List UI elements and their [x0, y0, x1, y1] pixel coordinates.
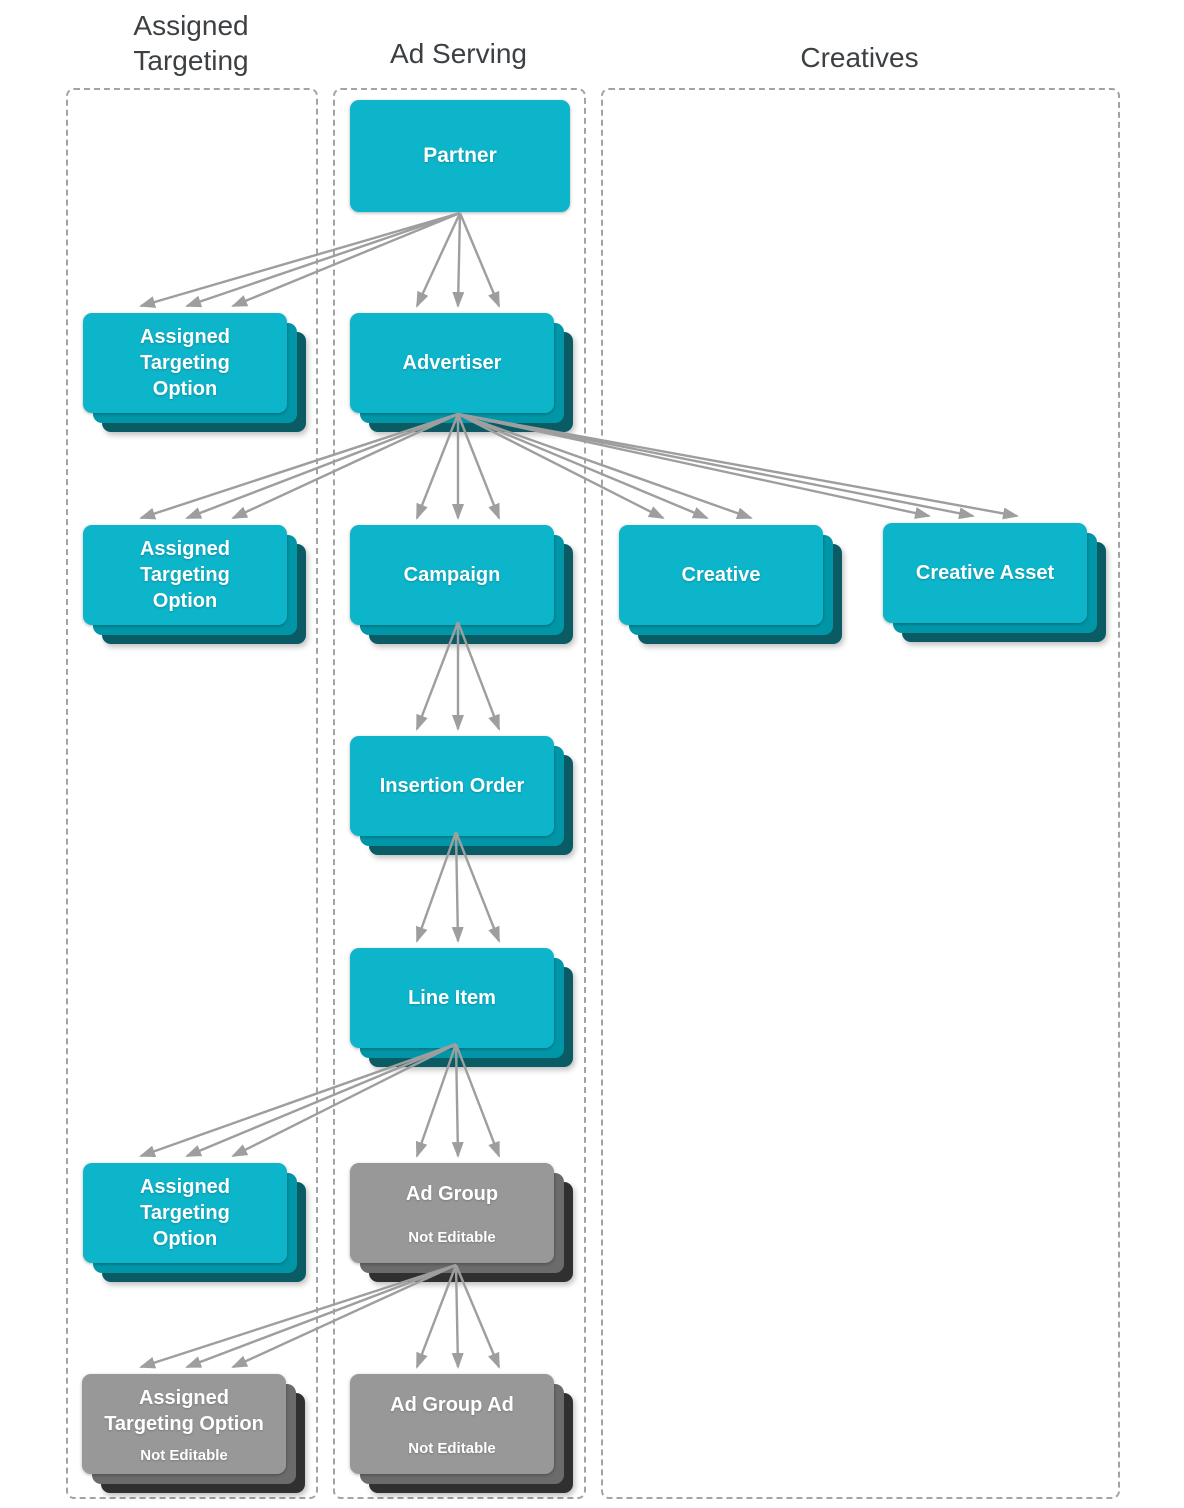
node-face: Assigned Targeting Option [83, 313, 287, 413]
node-insertion-order: Insertion Order [350, 736, 573, 855]
node-label: Ad Group [405, 1182, 499, 1205]
node-face: Creative Asset [883, 523, 1087, 623]
node-ad-group-ad: Ad Group Ad Not Editable [350, 1374, 573, 1493]
node-label: Creative Asset [915, 562, 1055, 584]
column-header-creatives: Creatives [800, 42, 919, 73]
node-not-editable-badge: Not Editable [408, 1439, 496, 1457]
node-label: Line Item [408, 987, 496, 1009]
node-face: Line Item [350, 948, 554, 1048]
node-face: Advertiser [350, 313, 554, 413]
node-face: Campaign [350, 525, 554, 625]
node-face: Ad Group Ad Not Editable [350, 1374, 554, 1474]
node-face: Assigned Targeting Option [83, 525, 287, 625]
node-label: Partner [423, 144, 497, 168]
node-label: Assigned Targeting Option [139, 326, 231, 400]
node-ad-group: Ad Group Not Editable [350, 1163, 573, 1282]
node-creative: Creative [619, 525, 842, 644]
node-face: Insertion Order [350, 736, 554, 836]
node-label: Creative [681, 564, 761, 586]
node-face: Creative [619, 525, 823, 625]
node-face: Partner [350, 100, 570, 212]
node-advertiser: Advertiser [350, 313, 573, 432]
node-line-item: Line Item [350, 948, 573, 1067]
node-label: Assigned Targeting Option [139, 1176, 231, 1250]
node-label: Advertiser [402, 352, 502, 374]
column-assigned-targeting [66, 88, 318, 1499]
column-ad-serving [333, 88, 586, 1499]
column-creatives [601, 88, 1120, 1499]
column-header-ad-serving: Ad Serving [390, 38, 527, 69]
node-not-editable-badge: Not Editable [408, 1228, 496, 1246]
node-creative-asset: Creative Asset [883, 523, 1106, 642]
column-header-assigned-targeting: Assigned Targeting [133, 10, 249, 76]
node-assigned-targeting-option-1: Assigned Targeting Option [83, 313, 306, 432]
node-assigned-targeting-option-2: Assigned Targeting Option [83, 525, 306, 644]
node-face: Assigned Targeting Option Not Editable [82, 1374, 286, 1474]
node-label: Insertion Order [379, 775, 525, 797]
node-label: Assigned Targeting Option [139, 538, 231, 612]
node-label: Ad Group Ad [390, 1393, 514, 1416]
node-partner: Partner [350, 100, 570, 212]
node-face: Ad Group Not Editable [350, 1163, 554, 1263]
node-face: Assigned Targeting Option [83, 1163, 287, 1263]
node-label: Campaign [403, 564, 501, 586]
node-campaign: Campaign [350, 525, 573, 644]
node-assigned-targeting-option-3: Assigned Targeting Option [83, 1163, 306, 1282]
node-assigned-targeting-option-4: Assigned Targeting Option Not Editable [82, 1374, 305, 1493]
node-label: Assigned Targeting Option [104, 1386, 264, 1435]
node-not-editable-badge: Not Editable [140, 1446, 228, 1464]
